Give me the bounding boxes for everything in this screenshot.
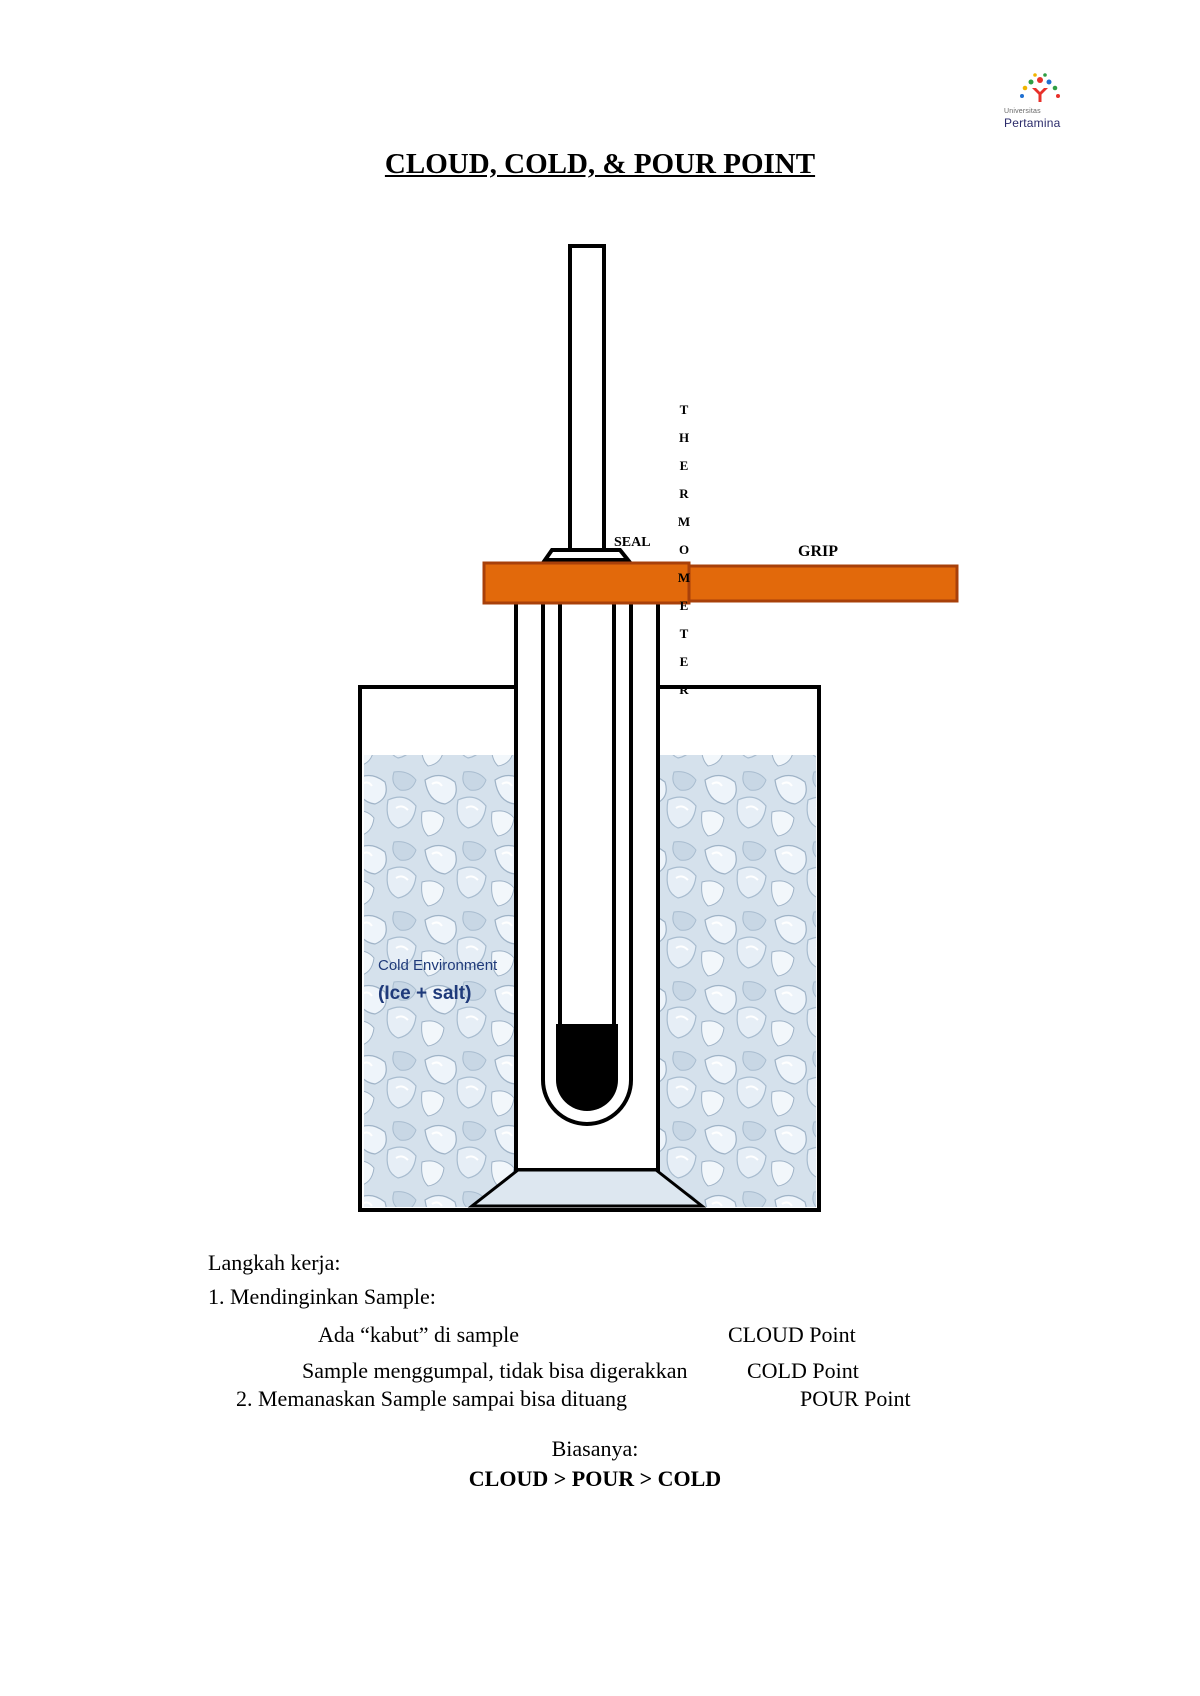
thermo-letter: R [679, 682, 689, 697]
logo-prefix: Universitas [1004, 108, 1041, 115]
grip-label: GRIP [798, 543, 838, 560]
thermometer-stem [568, 244, 606, 553]
grip-bar [482, 561, 959, 605]
page-title: CLOUD, COLD, & POUR POINT [384, 148, 816, 180]
thermo-letter: E [680, 654, 689, 669]
test-tube [541, 598, 633, 1126]
sample-oil [556, 1024, 618, 1111]
thermo-letter: M [678, 570, 690, 585]
thermo-letter: T [680, 626, 689, 641]
thermo-letter: T [680, 402, 689, 417]
procedure-heading: Langkah kerja: [208, 1250, 341, 1275]
logo-name: Pertamina [1004, 116, 1061, 130]
seal [541, 548, 633, 562]
seal-label: SEAL [614, 535, 651, 550]
step-1b-description: Sample menggumpal, tidak bisa digerakkan [302, 1358, 688, 1383]
point-order: CLOUD > POUR > COLD [468, 1466, 722, 1491]
thermo-letter: E [680, 458, 689, 473]
step-2-result: POUR Point [800, 1386, 911, 1411]
logo-wordmark: Universitas Pertamina [1004, 104, 1061, 130]
ice-salt-label: (Ice + salt) [378, 983, 471, 1004]
step-1: 1. Mendinginkan Sample: [208, 1284, 436, 1309]
usually-label: Biasanya: [551, 1436, 639, 1461]
pertamina-logo-icon [1020, 73, 1060, 102]
thermo-letter: E [680, 598, 689, 613]
thermometer-label: T H E R M O M E T E R [678, 402, 690, 697]
cold-environment-label: Cold Environment [378, 957, 498, 974]
step-1a-result: CLOUD Point [728, 1322, 856, 1347]
step-1b-result: COLD Point [747, 1358, 859, 1383]
step-1a-description: Ada “kabut” di sample [318, 1322, 519, 1347]
thermo-letter: R [679, 486, 689, 501]
thermo-letter: H [679, 430, 689, 445]
step-2-description: 2. Memanaskan Sample sampai bisa dituang [236, 1386, 628, 1411]
thermo-letter: O [679, 542, 689, 557]
thermo-letter: M [678, 514, 690, 529]
